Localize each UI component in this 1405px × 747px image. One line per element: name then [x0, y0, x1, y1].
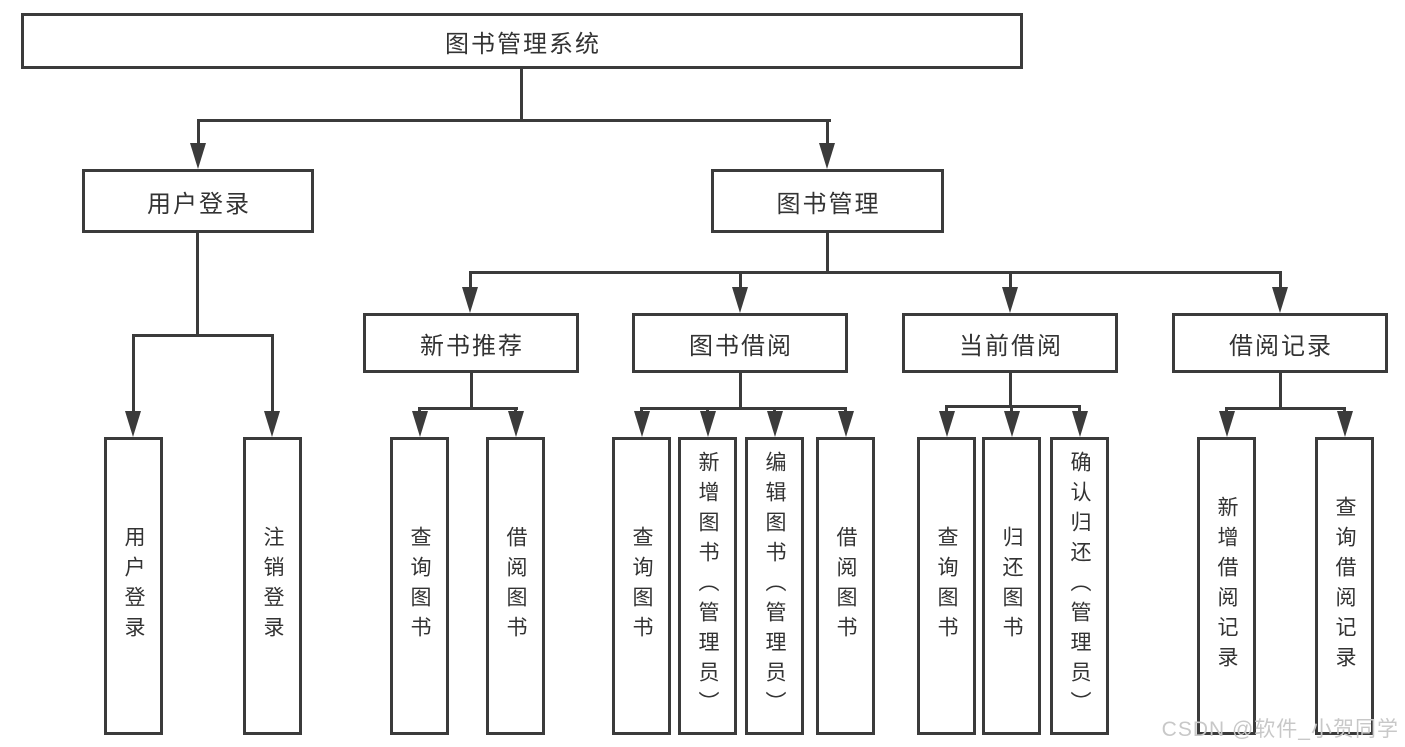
node-root-label: 图书管理系统 [445, 30, 601, 58]
node-root: 图书管理系统 [21, 13, 1023, 69]
arrowhead-icon [819, 143, 835, 169]
arrowhead-icon [700, 411, 716, 437]
leaf-current-query-book-label: 查询图书 [935, 526, 958, 646]
arrowhead-icon [264, 411, 280, 437]
node-borrow-records-label: 借阅记录 [1229, 332, 1333, 360]
leaf-user-login-label: 用户登录 [122, 526, 145, 646]
node-book-mgmt-label: 图书管理 [776, 190, 881, 218]
connector-line [520, 69, 523, 122]
leaf-edit-book-admin-label: 编辑图书（管理员） [763, 451, 786, 721]
connector-line [826, 233, 829, 274]
connector-line [1279, 373, 1282, 410]
leaf-edit-book-admin: 编辑图书（管理员） [745, 437, 804, 735]
arrowhead-icon [1004, 411, 1020, 437]
connector-line [196, 233, 199, 337]
node-book-borrow: 图书借阅 [632, 313, 848, 373]
connector-line [1078, 405, 1081, 415]
node-new-book-rec: 新书推荐 [363, 313, 579, 373]
leaf-user-login: 用户登录 [104, 437, 163, 735]
leaf-rec-borrow-book: 借阅图书 [486, 437, 545, 735]
node-new-book-rec-label: 新书推荐 [420, 332, 524, 360]
connector-line [271, 334, 274, 414]
connector-line [132, 334, 135, 414]
leaf-add-borrow-record-label: 新增借阅记录 [1215, 496, 1238, 676]
connector-line [739, 271, 742, 291]
connector-line [197, 119, 200, 149]
arrowhead-icon [190, 143, 206, 169]
leaf-borrow-query-book: 查询图书 [612, 437, 671, 735]
leaf-current-query-book: 查询图书 [917, 437, 976, 735]
leaf-confirm-return-admin: 确认归还（管理员） [1050, 437, 1109, 735]
connector-line [418, 407, 518, 410]
connector-line [1009, 271, 1012, 291]
leaf-add-book-admin-label: 新增图书（管理员） [696, 451, 719, 721]
arrowhead-icon [1072, 411, 1088, 437]
connector-line [469, 271, 472, 291]
connector-line [1009, 373, 1012, 408]
leaf-borrow-borrow-book-label: 借阅图书 [834, 526, 857, 646]
leaf-return-book: 归还图书 [982, 437, 1041, 735]
arrowhead-icon [1002, 287, 1018, 313]
leaf-logout-label: 注销登录 [261, 526, 284, 646]
connector-line [640, 407, 847, 410]
leaf-rec-query-book: 查询图书 [390, 437, 449, 735]
leaf-confirm-return-admin-label: 确认归还（管理员） [1068, 451, 1091, 721]
leaf-rec-borrow-book-label: 借阅图书 [504, 526, 527, 646]
connector-line [739, 373, 742, 410]
connector-line [132, 334, 274, 337]
arrowhead-icon [939, 411, 955, 437]
node-user-login-label: 用户登录 [147, 190, 251, 218]
connector-line [945, 405, 948, 415]
arrowhead-icon [1337, 411, 1353, 437]
leaf-return-book-label: 归还图书 [1000, 526, 1023, 646]
node-current-borrow-label: 当前借阅 [959, 332, 1063, 360]
leaf-add-borrow-record: 新增借阅记录 [1197, 437, 1256, 735]
connector-line [1010, 405, 1013, 415]
arrowhead-icon [1272, 287, 1288, 313]
node-user-login: 用户登录 [82, 169, 314, 233]
leaf-borrow-borrow-book: 借阅图书 [816, 437, 875, 735]
arrowhead-icon [508, 411, 524, 437]
node-book-mgmt: 图书管理 [711, 169, 944, 233]
leaf-logout: 注销登录 [243, 437, 302, 735]
connector-line [470, 373, 473, 410]
leaf-add-book-admin: 新增图书（管理员） [678, 437, 737, 735]
leaf-query-borrow-record: 查询借阅记录 [1315, 437, 1374, 735]
connector-line [826, 119, 829, 149]
arrowhead-icon [767, 411, 783, 437]
arrowhead-icon [462, 287, 478, 313]
arrowhead-icon [1219, 411, 1235, 437]
leaf-query-borrow-record-label: 查询借阅记录 [1333, 496, 1356, 676]
leaf-rec-query-book-label: 查询图书 [408, 526, 431, 646]
node-borrow-records: 借阅记录 [1172, 313, 1388, 373]
connector-line [469, 271, 1282, 274]
arrowhead-icon [732, 287, 748, 313]
arrowhead-icon [634, 411, 650, 437]
arrowhead-icon [838, 411, 854, 437]
arrowhead-icon [125, 411, 141, 437]
connector-line [1279, 271, 1282, 291]
leaf-borrow-query-book-label: 查询图书 [630, 526, 653, 646]
connector-line [197, 119, 831, 122]
node-current-borrow: 当前借阅 [902, 313, 1118, 373]
node-book-borrow-label: 图书借阅 [689, 332, 793, 360]
arrowhead-icon [412, 411, 428, 437]
connector-line [945, 405, 1081, 408]
csdn-watermark: CSDN @软件_小贺同学 [1161, 718, 1399, 741]
connector-line [1225, 407, 1346, 410]
